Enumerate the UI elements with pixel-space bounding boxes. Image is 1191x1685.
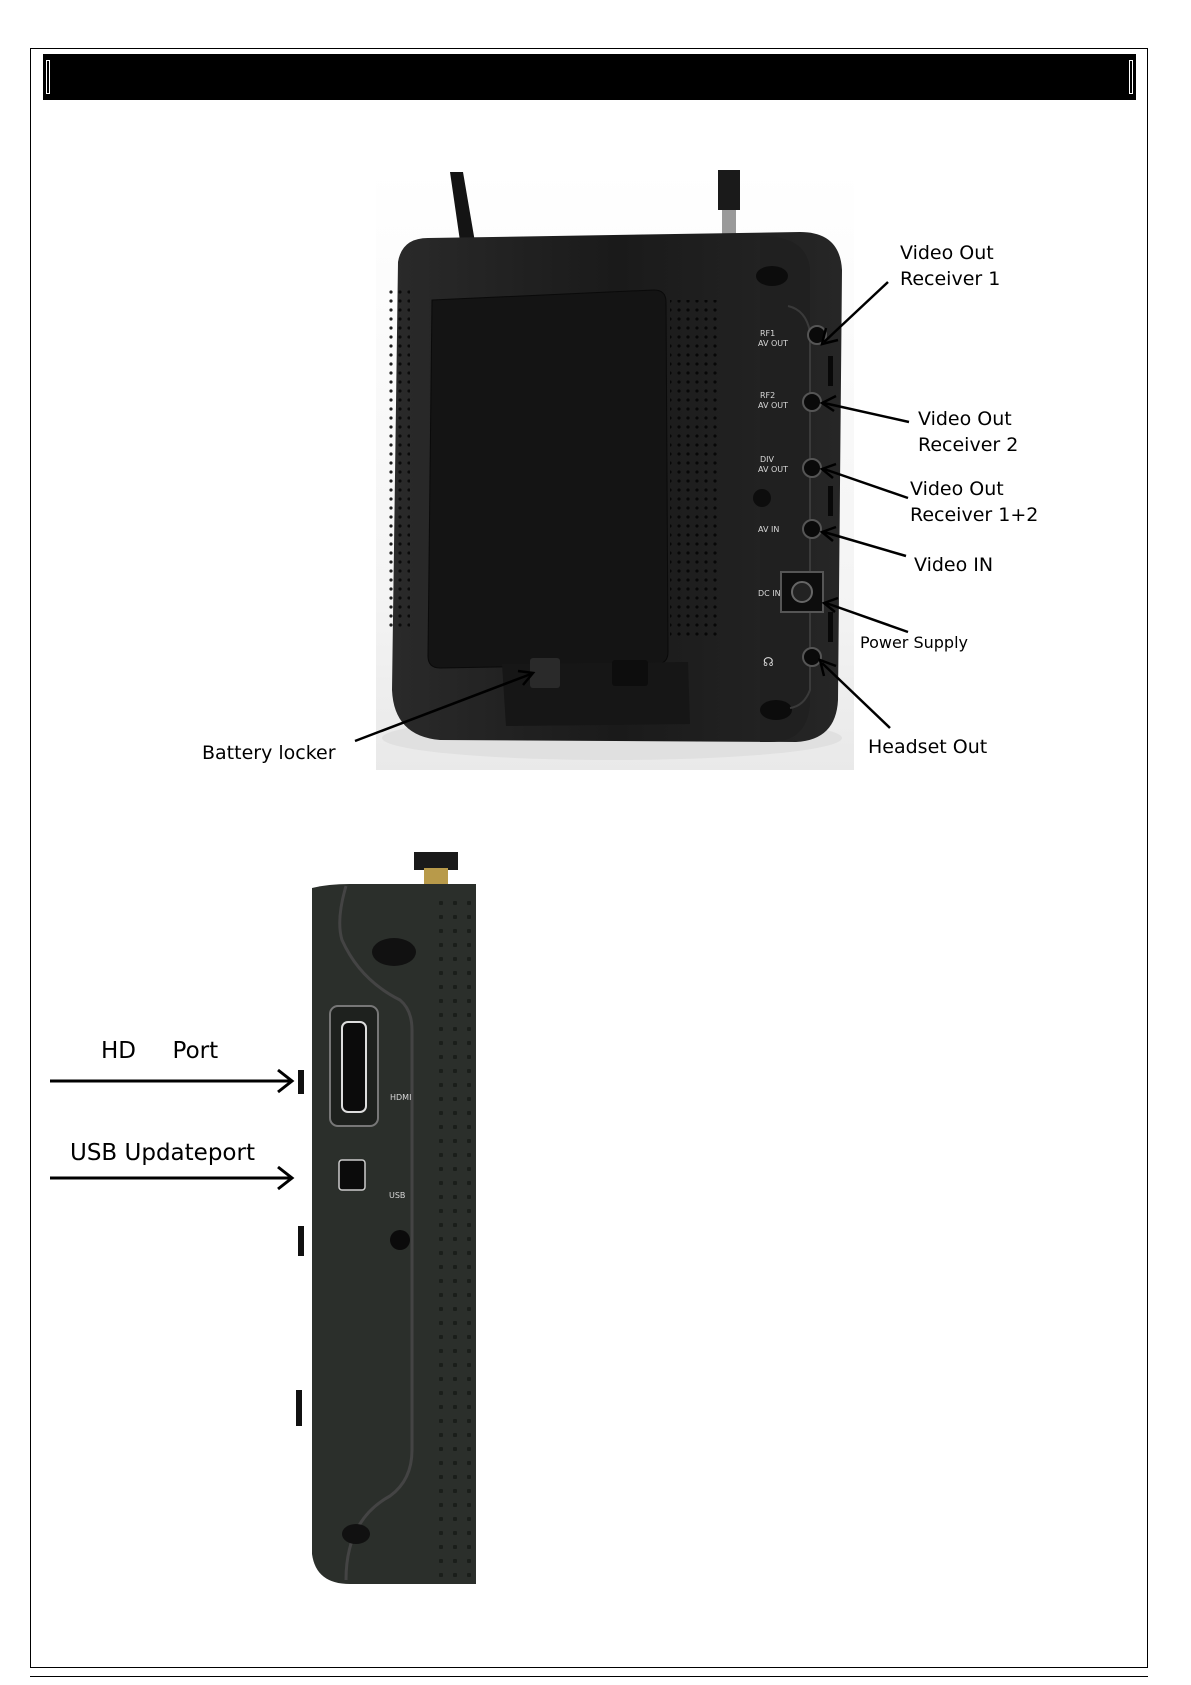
power-supply-label: Power Supply bbox=[860, 630, 968, 656]
av-out-print-1: AV OUT bbox=[758, 339, 788, 348]
video-in-label: Video IN bbox=[914, 552, 993, 578]
rf2-print: RF2 bbox=[760, 391, 775, 400]
usb-updateport-label: USB Updateport bbox=[70, 1140, 255, 1166]
dc-in-print: DC IN bbox=[758, 589, 781, 598]
video-out-receiver-2-label-line1: Video Out bbox=[918, 406, 1012, 432]
battery-cover bbox=[428, 290, 668, 668]
footer-rule bbox=[30, 1676, 1148, 1677]
av-in-print: AV IN bbox=[758, 525, 779, 534]
headset-out-label: Headset Out bbox=[868, 734, 987, 760]
hdmi-print: HDMI bbox=[390, 1093, 411, 1102]
rf2-av-out-jack bbox=[803, 393, 821, 411]
div-av-out-jack bbox=[803, 459, 821, 477]
av-out-print-3: AV OUT bbox=[758, 465, 788, 474]
antenna-base bbox=[414, 852, 458, 870]
hdmi-port bbox=[342, 1022, 366, 1112]
battery-locker-label: Battery locker bbox=[202, 740, 336, 766]
video-out-receiver-1-label-line2: Receiver 1 bbox=[900, 266, 1000, 292]
video-out-receiver-12-label-line2: Receiver 1+2 bbox=[910, 502, 1038, 528]
usb-print: USB bbox=[389, 1191, 405, 1200]
usb-port bbox=[339, 1160, 365, 1190]
video-out-receiver-2-label-line2: Receiver 2 bbox=[918, 432, 1018, 458]
headset-jack bbox=[803, 648, 821, 666]
av-in-jack bbox=[803, 520, 821, 538]
callout-arrows-bottom bbox=[50, 1070, 292, 1189]
hd-port-label: HD Port bbox=[101, 1038, 218, 1064]
rf1-print: RF1 bbox=[760, 329, 775, 338]
side-grille bbox=[438, 900, 476, 1580]
headphone-icon: ☊ bbox=[763, 655, 774, 669]
video-out-receiver-1-label-line1: Video Out bbox=[900, 240, 994, 266]
speaker-grille bbox=[670, 300, 718, 636]
antenna-right bbox=[718, 170, 740, 210]
video-out-receiver-12-label-line1: Video Out bbox=[910, 476, 1004, 502]
div-print: DIV bbox=[760, 455, 775, 464]
av-out-print-2: AV OUT bbox=[758, 401, 788, 410]
